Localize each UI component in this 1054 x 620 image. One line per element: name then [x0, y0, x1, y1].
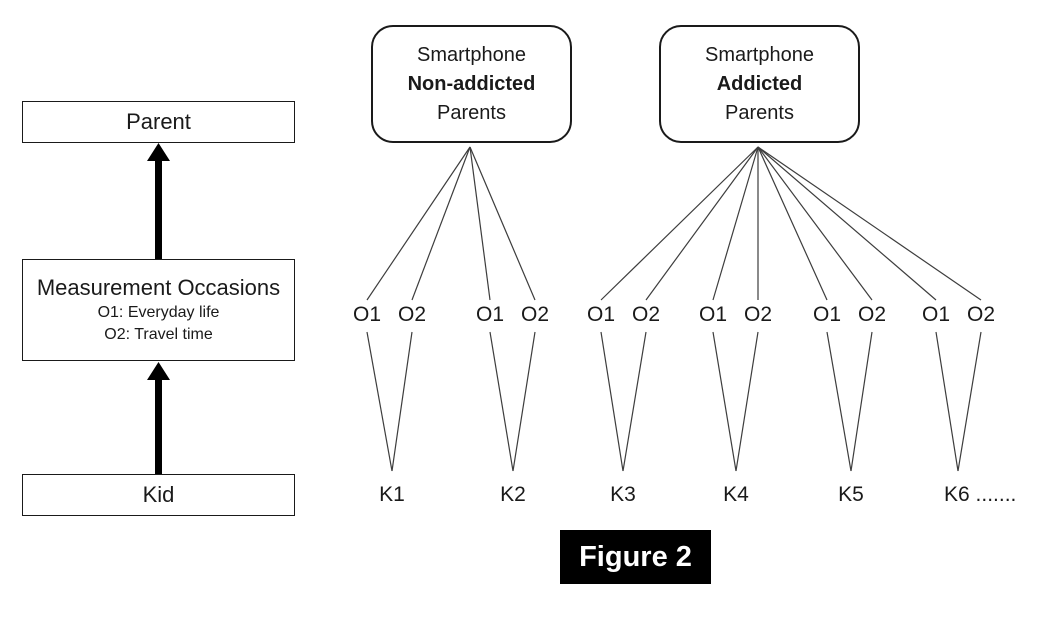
occasion-label-k1-o1: O1	[352, 303, 382, 326]
fan-line-g2-o1d	[757, 146, 937, 301]
non-addicted-parents-box: Smartphone Non-addicted Parents	[371, 25, 572, 143]
group1-line2: Non-addicted	[407, 72, 536, 95]
fan-line-g1-o2b	[469, 146, 536, 301]
occasion-label-k4-o2: O2	[743, 303, 773, 326]
measurement-title: Measurement Occasions	[36, 275, 281, 300]
v-line-k6-o2	[957, 331, 982, 472]
occasion-label-k3-o2: O2	[631, 303, 661, 326]
occasion-label-k5-o1: O1	[812, 303, 842, 326]
occasion-label-k1-o2: O2	[397, 303, 427, 326]
arrow-measurement-to-parent	[147, 143, 170, 259]
fan-line-g2-o1a	[600, 146, 759, 301]
figure-caption-box: Figure 2	[560, 530, 711, 584]
fan-line-g2-o2c	[757, 146, 873, 301]
fan-line-g2-o1c	[757, 146, 828, 301]
parent-label: Parent	[126, 109, 191, 134]
fan-line-g2-o2d	[757, 146, 982, 301]
occasion-label-k2-o2: O2	[520, 303, 550, 326]
v-line-k2-o2	[512, 331, 536, 472]
fan-line-g1-o1b	[469, 146, 491, 301]
occasion-label-k4-o1: O1	[698, 303, 728, 326]
kid-label-k3: K3	[610, 483, 636, 506]
v-line-k5-o2	[850, 331, 873, 472]
fan-line-g1-o1a	[366, 146, 471, 301]
v-line-k3-o2	[622, 331, 647, 472]
occasion-label-k6-o2: O2	[966, 303, 996, 326]
v-line-k1-o2	[391, 331, 413, 472]
kid-label: Kid	[142, 482, 175, 507]
figure-caption-text: Figure 2	[579, 540, 692, 573]
arrow-kid-to-measurement	[147, 362, 170, 474]
group2-line1: Smartphone	[705, 43, 814, 66]
fan-line-g1-o2a	[411, 146, 471, 301]
kid-box: Kid	[22, 474, 295, 516]
v-line-k4-o2	[735, 331, 759, 472]
measurement-sub-o2: O2: Travel time	[104, 326, 213, 343]
measurement-occasions-box: Measurement Occasions O1: Everyday life …	[22, 259, 295, 361]
parent-box: Parent	[22, 101, 295, 143]
v-line-k2-o1	[489, 331, 514, 472]
group1-line1: Smartphone	[417, 43, 526, 66]
v-line-k4-o1	[712, 331, 737, 472]
v-line-k1-o1	[366, 331, 393, 472]
occasion-label-k6-o1: O1	[921, 303, 951, 326]
occasion-label-k2-o1: O1	[475, 303, 505, 326]
kid-label-k1: K1	[379, 483, 405, 506]
occasion-label-k5-o2: O2	[857, 303, 887, 326]
fan-line-g2-o2a	[645, 146, 759, 301]
v-line-k6-o1	[935, 331, 959, 472]
fan-line-g2-o1b	[712, 146, 759, 301]
measurement-sub-o1: O1: Everyday life	[97, 304, 220, 321]
v-line-k5-o1	[826, 331, 852, 472]
v-line-k3-o1	[600, 331, 624, 472]
group1-line3: Parents	[437, 101, 506, 124]
group2-line2: Addicted	[716, 72, 803, 95]
addicted-parents-box: Smartphone Addicted Parents	[659, 25, 860, 143]
kid-label-k5: K5	[838, 483, 864, 506]
kid-label-k4: K4	[723, 483, 749, 506]
kid-label-k2: K2	[500, 483, 526, 506]
occasion-label-k3-o1: O1	[586, 303, 616, 326]
kid-label-k6: K6 .......	[944, 483, 1017, 506]
group2-line3: Parents	[725, 101, 794, 124]
